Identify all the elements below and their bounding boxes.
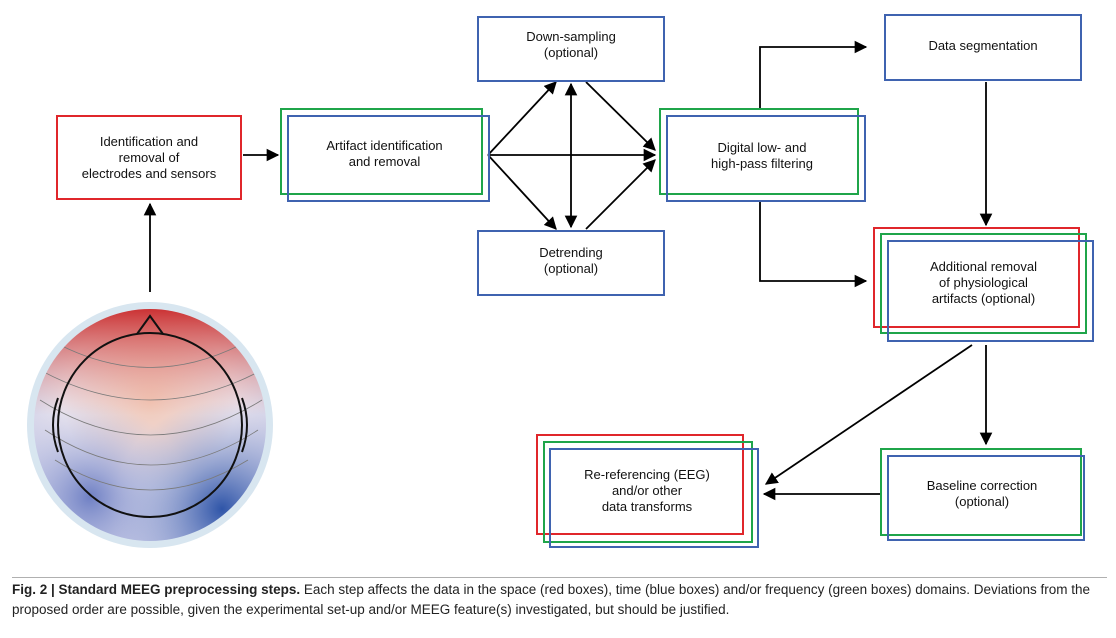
physio-box-frequency	[880, 233, 1087, 334]
diagram-arrows	[27, 40, 993, 548]
figure-caption: Fig. 2 | Standard MEEG preprocessing ste…	[12, 577, 1107, 620]
physio-label: Additional removal of physiological arti…	[930, 258, 1037, 306]
filtering-label: Digital low- and high-pass filtering	[711, 139, 813, 171]
segmentation-box-time	[884, 14, 1082, 81]
artifact-label: Artifact identification and removal	[326, 137, 443, 169]
baseline-box-frequency	[880, 448, 1082, 536]
physio-box-space	[873, 227, 1080, 328]
baseline-label: Baseline correction (optional)	[926, 478, 1038, 509]
physio-box-time	[887, 240, 1094, 342]
arrow-artifact-to-downsampling	[487, 81, 557, 156]
artifact-box-time	[287, 115, 490, 202]
arrow-artifact-to-detrending	[487, 154, 557, 230]
arrow-detrending-to-filtering	[585, 159, 656, 230]
rereferencing-box-space	[536, 434, 744, 535]
rereferencing-box-frequency	[543, 441, 753, 543]
rereferencing-label: Re-referencing (EEG) and/or other data t…	[584, 466, 710, 514]
caption-title: Fig. 2 | Standard MEEG preprocessing ste…	[12, 582, 301, 597]
downsampling-label: Down-sampling (optional)	[526, 29, 616, 60]
eeg-topomap-image	[27, 302, 273, 548]
preprocessing-diagram: Identification and removal of electrodes…	[27, 14, 1094, 548]
arrow-downsampling-to-filtering	[585, 81, 656, 151]
filtering-box-frequency	[659, 108, 859, 195]
filtering-box-time	[666, 115, 866, 202]
identification-label: Identification and removal of electrodes…	[81, 133, 217, 181]
caption-text: Each step affects the data in the space …	[12, 582, 1091, 617]
baseline-box-time	[887, 455, 1085, 541]
detrending-box-time	[477, 230, 665, 296]
artifact-box-frequency	[280, 108, 483, 195]
segmentation-label: Data segmentation	[928, 37, 1038, 53]
rereferencing-box-time	[549, 448, 759, 548]
arrow-filtering-to-segmentation	[759, 40, 868, 108]
downsampling-box-time	[477, 16, 665, 82]
detrending-label: Detrending (optional)	[539, 245, 603, 276]
identification-box-space	[56, 115, 242, 200]
arrow-physio-to-rereferencing	[764, 344, 973, 485]
arrow-filtering-to-physio	[759, 202, 868, 288]
